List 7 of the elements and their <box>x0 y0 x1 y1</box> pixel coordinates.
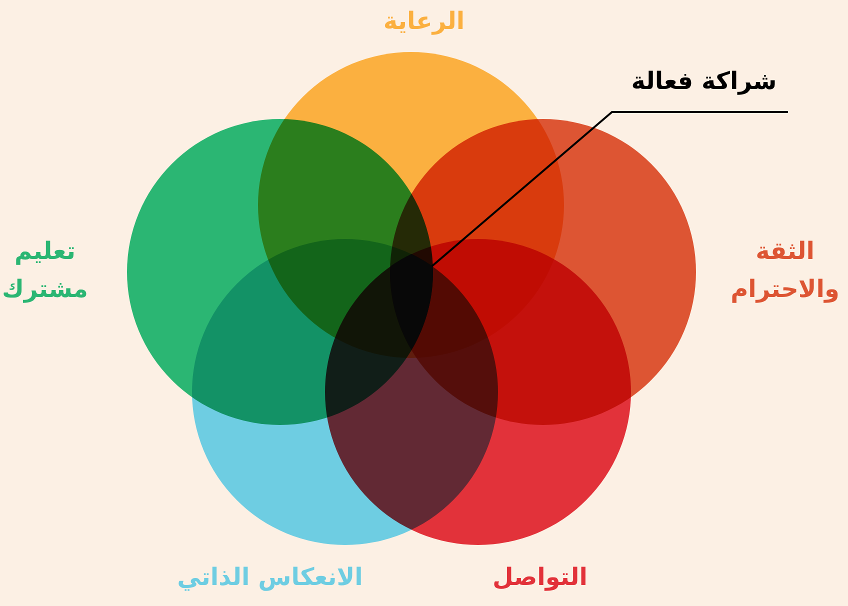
set-label: الثقة والاحترام <box>730 236 840 306</box>
set-label: التواصل <box>492 562 588 593</box>
set-label: تعليم مشترك <box>2 236 88 306</box>
callout-label: شراكة فعالة <box>630 66 778 97</box>
set-label: الانعكاس الذاتي <box>176 562 364 593</box>
set-label: الرعاية <box>382 6 466 37</box>
leader-line <box>431 111 788 267</box>
